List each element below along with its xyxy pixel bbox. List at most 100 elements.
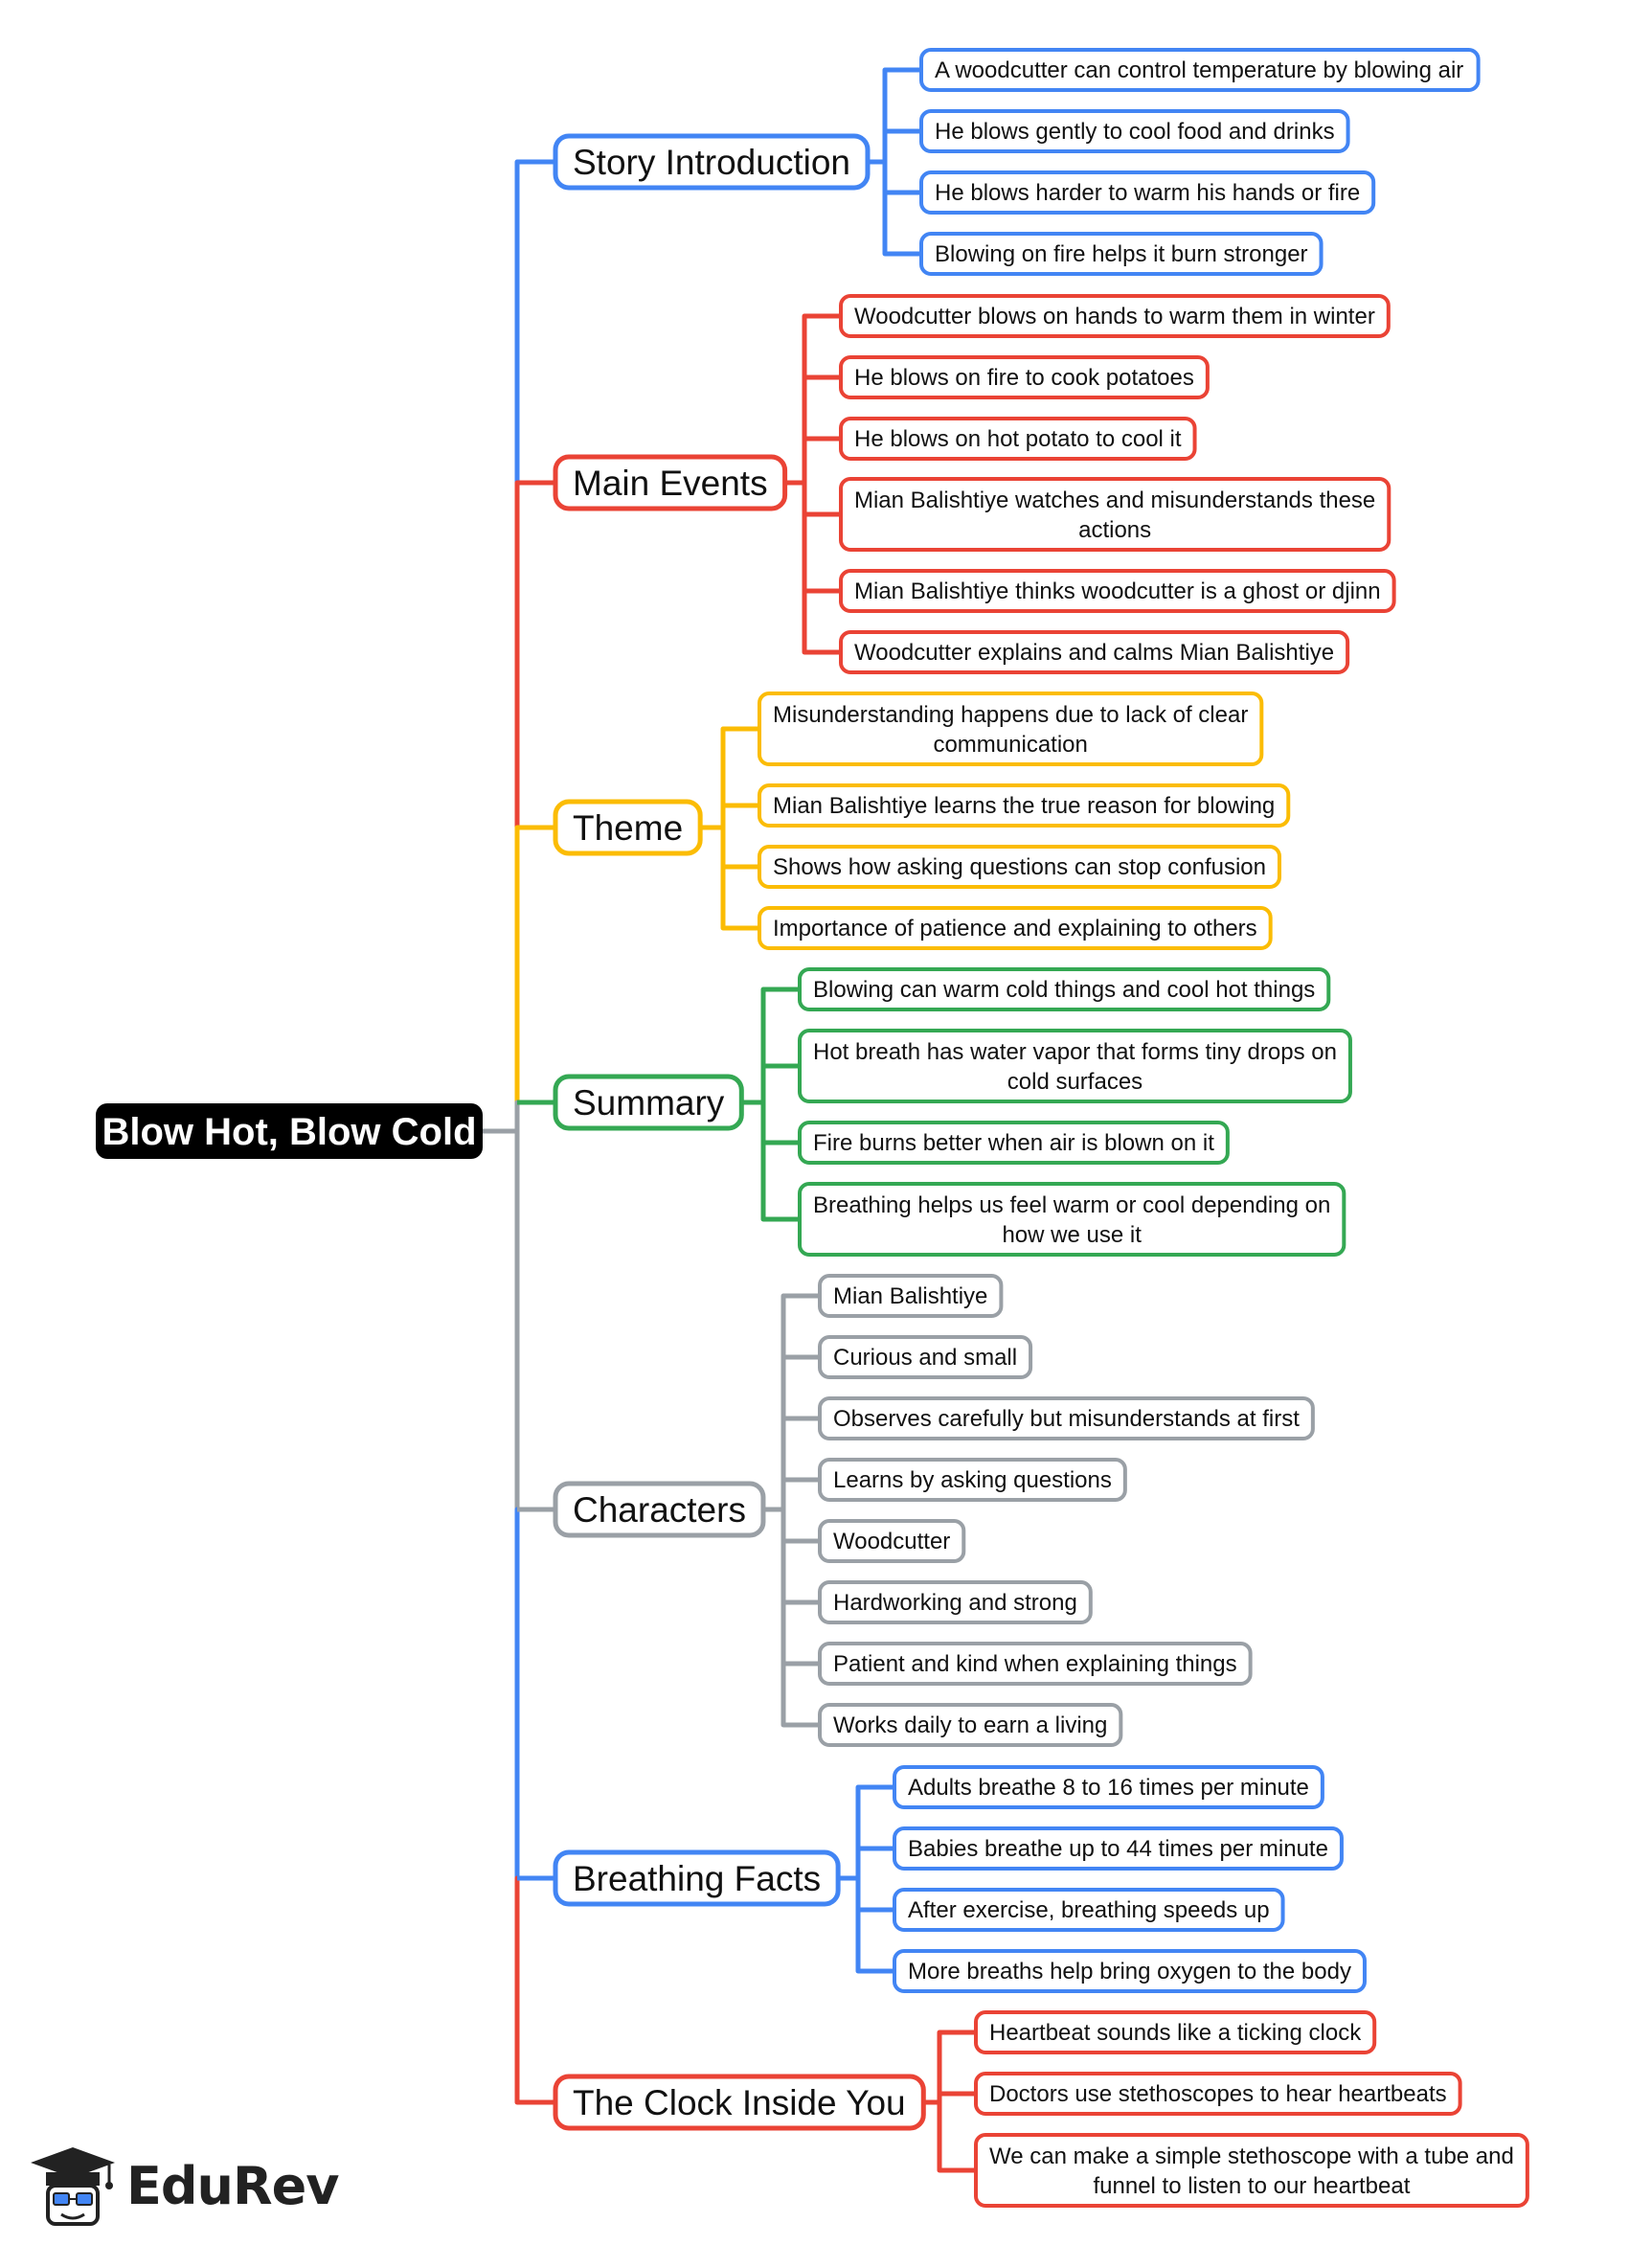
leaf-node-box — [919, 170, 1376, 215]
leaf-node: Babies breathe up to 44 times per minute — [893, 1826, 1344, 1871]
leaf-node: We can make a simple stethoscope with a … — [974, 2133, 1529, 2208]
leaf-label: Observes carefully but misunderstands at… — [833, 1406, 1300, 1432]
leaf-node-box — [798, 1029, 1352, 1103]
leaf-node: Mian Balishtiye learns the true reason f… — [758, 783, 1291, 828]
branch-label: Characters — [573, 1490, 746, 1530]
leaf-node-box — [919, 48, 1481, 92]
leaf-label: Mian Balishtiye watches and misunderstan… — [854, 488, 1375, 543]
root-node: Blow Hot, Blow Cold — [96, 1103, 483, 1159]
leaf-node: A woodcutter can control temperature by … — [919, 48, 1481, 92]
leaf-label: Misunderstanding happens due to lack of … — [773, 702, 1248, 758]
leaf-node-box — [818, 1642, 1253, 1686]
leaf-node: Importance of patience and explaining to… — [758, 906, 1273, 950]
branch-node-box — [553, 2074, 926, 2131]
branch-node: Theme — [553, 799, 703, 856]
leaf-node: He blows gently to cool food and drinks — [919, 109, 1350, 153]
leaf-label: Patient and kind when explaining things — [833, 1651, 1237, 1677]
leaf-node-box — [818, 1458, 1127, 1502]
leaf-node-box — [758, 692, 1264, 766]
branch-node: Main Events — [553, 454, 788, 511]
leaf-label: He blows gently to cool food and drinks — [935, 119, 1335, 145]
branch-node: Characters — [553, 1481, 766, 1538]
leaf-node-box — [974, 2133, 1529, 2208]
leaf-label: Doctors use stethoscopes to hear heartbe… — [989, 2081, 1447, 2107]
leaf-node-box — [974, 2072, 1462, 2116]
branch-node-box — [553, 1849, 841, 1907]
leaf-label: More breaths help bring oxygen to the bo… — [908, 1959, 1351, 1984]
leaf-node: Hardworking and strong — [818, 1580, 1093, 1624]
leaf-node: Curious and small — [818, 1335, 1033, 1379]
leaf-node-box — [839, 569, 1396, 613]
branch-node: Breathing Facts — [553, 1849, 841, 1907]
leaf-node: Observes carefully but misunderstands at… — [818, 1396, 1315, 1440]
leaf-node-box — [919, 109, 1350, 153]
leaf-node: Heartbeat sounds like a ticking clock — [974, 2010, 1377, 2054]
leaf-node-box — [818, 1519, 966, 1563]
leaf-node: Patient and kind when explaining things — [818, 1642, 1253, 1686]
leaf-label: Fire burns better when air is blown on i… — [813, 1130, 1214, 1156]
leaf-node-box — [839, 630, 1350, 674]
edurev-logo: EduRev — [29, 2142, 339, 2230]
leaf-node: Works daily to earn a living — [818, 1703, 1123, 1747]
leaf-label: After exercise, breathing speeds up — [908, 1897, 1270, 1923]
leaf-label: Mian Balishtiye learns the true reason f… — [773, 793, 1275, 819]
leaf-node-box — [798, 967, 1331, 1011]
graduation-cap-icon — [31, 2147, 115, 2226]
leaf-node-box — [818, 1335, 1033, 1379]
leaf-node: Fire burns better when air is blown on i… — [798, 1121, 1230, 1165]
leaf-label: Learns by asking questions — [833, 1467, 1112, 1493]
leaf-node: Mian Balishtiye — [818, 1274, 1004, 1318]
leaf-label: Adults breathe 8 to 16 times per minute — [908, 1775, 1309, 1801]
leaf-node-box — [893, 1949, 1367, 1993]
leaf-label: Mian Balishtiye — [833, 1283, 987, 1309]
branch-label: Breathing Facts — [573, 1859, 821, 1898]
leaf-node: Breathing helps us feel warm or cool dep… — [798, 1182, 1346, 1257]
branch-node: Summary — [553, 1074, 744, 1131]
leaf-label: A woodcutter can control temperature by … — [935, 57, 1463, 83]
branch-node: The Clock Inside You — [553, 2074, 926, 2131]
leaf-node: Blowing on fire helps it burn stronger — [919, 232, 1324, 276]
leaf-label: He blows on hot potato to cool it — [854, 426, 1182, 452]
leaf-node-box — [839, 355, 1210, 399]
leaf-node: Hot breath has water vapor that forms ti… — [798, 1029, 1352, 1103]
leaf-label: He blows on fire to cook potatoes — [854, 365, 1194, 391]
leaf-node-box — [893, 1888, 1285, 1932]
branch-label: Summary — [573, 1083, 725, 1123]
leaf-node-box — [919, 232, 1324, 276]
leaf-node: More breaths help bring oxygen to the bo… — [893, 1949, 1367, 1993]
leaf-node: Learns by asking questions — [818, 1458, 1127, 1502]
leaf-label: Woodcutter explains and calms Mian Balis… — [854, 640, 1334, 666]
leaf-node-box — [798, 1182, 1346, 1257]
leaf-label: Importance of patience and explaining to… — [773, 916, 1257, 941]
branch-node-box — [553, 133, 871, 191]
branch-label: Theme — [573, 808, 683, 848]
leaf-node: He blows on fire to cook potatoes — [839, 355, 1210, 399]
leaf-node: After exercise, breathing speeds up — [893, 1888, 1285, 1932]
leaf-node: He blows harder to warm his hands or fir… — [919, 170, 1376, 215]
logo-wordmark: EduRev — [126, 2155, 339, 2216]
leaf-node: He blows on hot potato to cool it — [839, 417, 1197, 461]
branch-label: Main Events — [573, 464, 768, 503]
leaf-node-box — [818, 1703, 1123, 1747]
leaf-node-box — [758, 906, 1273, 950]
leaf-node: Shows how asking questions can stop conf… — [758, 845, 1281, 889]
leaf-node-box — [893, 1765, 1324, 1809]
leaf-node: Mian Balishtiye thinks woodcutter is a g… — [839, 569, 1396, 613]
leaf-node-box — [974, 2010, 1377, 2054]
leaf-label: Heartbeat sounds like a ticking clock — [989, 2020, 1362, 2046]
leaf-node: Misunderstanding happens due to lack of … — [758, 692, 1264, 766]
leaf-label: He blows harder to warm his hands or fir… — [935, 180, 1360, 206]
root-title: Blow Hot, Blow Cold — [102, 1111, 476, 1153]
leaf-node-box — [798, 1121, 1230, 1165]
leaf-node-box — [893, 1826, 1344, 1871]
branch-node-box — [553, 799, 703, 856]
leaf-label: Blowing on fire helps it burn stronger — [935, 241, 1308, 267]
leaf-label: Hot breath has water vapor that forms ti… — [813, 1039, 1337, 1095]
leaf-label: Hardworking and strong — [833, 1590, 1077, 1616]
leaf-node: Woodcutter blows on hands to warm them i… — [839, 294, 1391, 338]
leaf-label: Shows how asking questions can stop conf… — [773, 854, 1266, 880]
leaf-node: Doctors use stethoscopes to hear heartbe… — [974, 2072, 1462, 2116]
root-node-box — [96, 1103, 483, 1159]
